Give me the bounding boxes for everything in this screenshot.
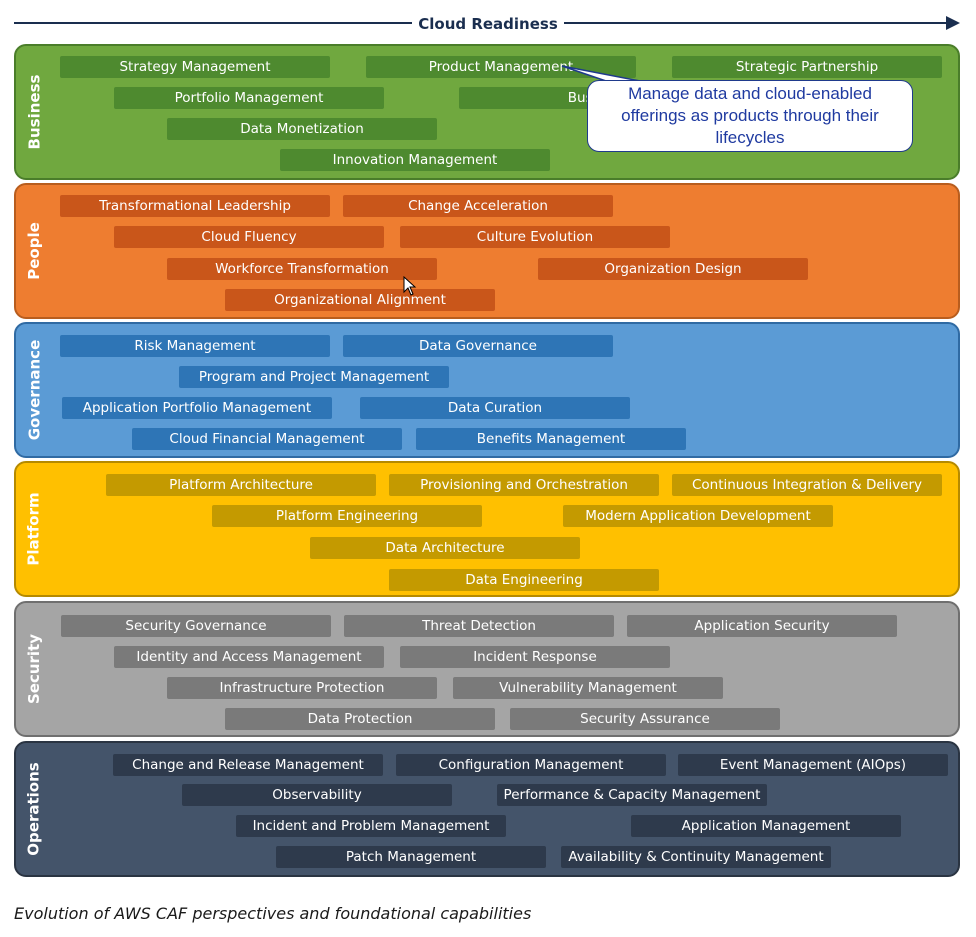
capability-security-assurance: Security Assurance — [510, 708, 780, 730]
perspective-label-business: Business — [25, 74, 44, 150]
capability-risk-management: Risk Management — [60, 335, 330, 357]
perspective-governance: Governance Risk Management Data Governan… — [14, 322, 960, 458]
perspective-label-platform: Platform — [25, 492, 44, 566]
mouse-cursor-icon — [403, 276, 417, 296]
capability-vulnerability-management: Vulnerability Management — [453, 677, 723, 699]
capability-availability-continuity-management: Availability & Continuity Management — [561, 846, 831, 868]
capability-culture-evolution: Culture Evolution — [400, 226, 670, 248]
capability-cloud-fluency: Cloud Fluency — [114, 226, 384, 248]
capability-organizational-alignment: Organizational Alignment — [225, 289, 495, 311]
capability-incident-and-problem-management: Incident and Problem Management — [236, 815, 506, 837]
cloud-readiness-arrow: Cloud Readiness — [0, 0, 976, 46]
capability-data-architecture: Data Architecture — [310, 537, 580, 559]
capability-platform-engineering: Platform Engineering — [212, 505, 482, 527]
perspective-platform: Platform Platform Architecture Provision… — [14, 461, 960, 597]
capability-identity-and-access-management: Identity and Access Management — [114, 646, 384, 668]
capability-innovation-management: Innovation Management — [280, 149, 550, 171]
capability-data-engineering: Data Engineering — [389, 569, 659, 591]
capability-infrastructure-protection: Infrastructure Protection — [167, 677, 437, 699]
capability-data-monetization: Data Monetization — [167, 118, 437, 140]
perspective-label-people: People — [25, 222, 43, 280]
capability-data-governance: Data Governance — [343, 335, 613, 357]
capability-strategy-management: Strategy Management — [60, 56, 330, 78]
capability-application-security: Application Security — [627, 615, 897, 637]
callout-tooltip: Manage data and cloud-enabled offerings … — [587, 80, 913, 152]
capability-application-portfolio-management: Application Portfolio Management — [62, 397, 332, 419]
capability-data-curation: Data Curation — [360, 397, 630, 419]
capability-modern-application-development: Modern Application Development — [563, 505, 833, 527]
capability-organization-design: Organization Design — [538, 258, 808, 280]
capability-application-management: Application Management — [631, 815, 901, 837]
capability-configuration-management: Configuration Management — [396, 754, 666, 776]
capability-portfolio-management: Portfolio Management — [114, 87, 384, 109]
capability-product-management: Product Management — [366, 56, 636, 78]
perspective-business: Business Strategy Management Product Man… — [14, 44, 960, 180]
perspective-people: People Transformational Leadership Chang… — [14, 183, 960, 319]
capability-program-and-project-management: Program and Project Management — [179, 366, 449, 388]
capability-incident-response: Incident Response — [400, 646, 670, 668]
capability-observability: Observability — [182, 784, 452, 806]
perspective-label-governance: Governance — [25, 339, 44, 441]
capability-change-acceleration: Change Acceleration — [343, 195, 613, 217]
capability-security-governance: Security Governance — [61, 615, 331, 637]
capability-event-management-aiops: Event Management (AIOps) — [678, 754, 948, 776]
capability-change-and-release-management: Change and Release Management — [113, 754, 383, 776]
diagram-title: Cloud Readiness — [412, 12, 564, 36]
capability-patch-management: Patch Management — [276, 846, 546, 868]
capability-data-protection: Data Protection — [225, 708, 495, 730]
capability-provisioning-and-orchestration: Provisioning and Orchestration — [389, 474, 659, 496]
capability-workforce-transformation: Workforce Transformation — [167, 258, 437, 280]
perspective-label-operations: Operations — [25, 762, 43, 856]
capability-threat-detection: Threat Detection — [344, 615, 614, 637]
capability-cloud-financial-management: Cloud Financial Management — [132, 428, 402, 450]
capability-transformational-leadership: Transformational Leadership — [60, 195, 330, 217]
capability-performance-capacity-management: Performance & Capacity Management — [497, 784, 767, 806]
arrow-head-icon — [946, 16, 960, 30]
capability-benefits-management: Benefits Management — [416, 428, 686, 450]
perspective-operations: Operations Change and Release Management… — [14, 741, 960, 877]
capability-continuous-integration-delivery: Continuous Integration & Delivery — [672, 474, 942, 496]
capability-strategic-partnership: Strategic Partnership — [672, 56, 942, 78]
figure-caption: Evolution of AWS CAF perspectives and fo… — [14, 904, 532, 923]
perspective-security: Security Security Governance Threat Dete… — [14, 601, 960, 737]
capability-platform-architecture: Platform Architecture — [106, 474, 376, 496]
perspective-label-security: Security — [25, 633, 44, 705]
